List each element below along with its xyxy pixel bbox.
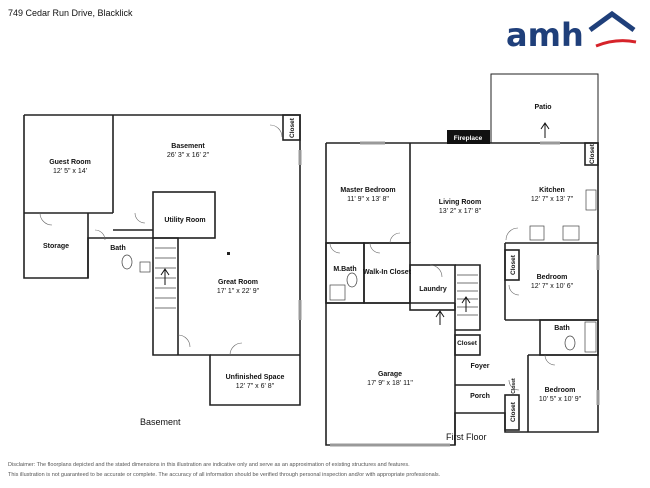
- room-label-utility-room: Utility Room: [164, 217, 205, 224]
- room-label-closet-foyer: Closet: [457, 340, 478, 347]
- disclaimer: Disclaimer: The floorplans depicted and …: [8, 460, 608, 480]
- stairs-basement: [155, 247, 176, 309]
- room-label-porch: Porch: [470, 393, 490, 400]
- door-arc: [429, 264, 443, 278]
- logo-text: amh: [506, 16, 584, 52]
- door-arc: [389, 232, 401, 244]
- room-dim-guest-room: 12' 5" x 14': [53, 168, 87, 175]
- room-label-mbath: M.Bath: [333, 266, 356, 273]
- room-label-garage: Garage: [378, 371, 402, 378]
- room-label-laundry: Laundry: [419, 286, 447, 293]
- door-arc: [505, 227, 519, 241]
- room-dim-bedroom-1: 12' 7" x 10' 6": [531, 283, 574, 290]
- floor-label-first: First Floor: [446, 432, 487, 442]
- room-label-bedroom-1: Bedroom: [537, 274, 568, 281]
- room-label-master-bedroom: Master Bedroom: [340, 187, 395, 194]
- room-dim-bedroom-2: 10' 5" x 10' 9": [539, 396, 582, 403]
- room-dim-kitchen: 12' 7" x 13' 7": [531, 196, 574, 203]
- kitchen-sink-icon: [529, 225, 545, 241]
- door-arc: [177, 334, 191, 348]
- stairs-first: [435, 122, 550, 325]
- room-label-closet-kitchen: Closet: [589, 143, 596, 164]
- room-label-bath-basement: Bath: [110, 245, 126, 252]
- room-label-unfinished-space: Unfinished Space: [226, 374, 285, 381]
- floor-marker: [227, 252, 230, 255]
- room-label-basement: Basement: [171, 143, 205, 150]
- wall-closet-bed2: [504, 394, 520, 431]
- room-label-guest-room: Guest Room: [49, 159, 91, 166]
- door-arc: [544, 354, 556, 366]
- room-label-bedroom-2: Bedroom: [545, 387, 576, 394]
- wall-stair-b: [153, 237, 179, 355]
- room-label-kitchen: Kitchen: [539, 187, 565, 194]
- address-title: 749 Cedar Run Drive, Blacklick: [8, 8, 133, 18]
- wall-closet-bed1: [504, 249, 520, 281]
- room-dim-unfinished-space: 12' 7" x 6' 8": [236, 383, 275, 390]
- wall-stair-1: [455, 264, 481, 331]
- room-label-living-room: Living Room: [439, 199, 481, 206]
- room-label-storage: Storage: [43, 243, 69, 250]
- wall-closet-b: [282, 114, 301, 141]
- fridge-icon: [585, 189, 597, 211]
- logo-house-icon: [588, 10, 636, 33]
- room-label-closet-bedroom-2: Closet: [510, 401, 517, 422]
- fireplace-label: Fireplace: [454, 135, 483, 142]
- amh-logo: amh: [506, 10, 637, 52]
- door-arc: [369, 242, 381, 254]
- stove-icon: [562, 225, 580, 241]
- fireplace-block: [447, 130, 490, 144]
- door-arc: [134, 212, 146, 224]
- room-dim-great-room: 17' 1" x 22' 9": [217, 288, 260, 295]
- wall-utility: [152, 191, 216, 239]
- door-arc: [508, 379, 520, 391]
- room-label-great-room: Great Room: [218, 279, 258, 286]
- room-label-foyer: Foyer: [470, 363, 489, 370]
- room-label-walk-in-closet: Walk-In Closet: [363, 269, 412, 276]
- door-arc: [329, 242, 341, 254]
- room-dim-garage: 17' 9" x 18' 11": [367, 380, 413, 387]
- disclaimer-line: Disclaimer: The floorplans depicted and …: [8, 462, 410, 468]
- toilet-icon: [121, 254, 133, 270]
- room-label-closet-basement: Closet: [289, 117, 296, 138]
- door-arc: [269, 124, 283, 138]
- disclaimer-line: This illustration is not guaranteed to b…: [8, 472, 441, 478]
- room-dim-living-room: 13' 2" x 17' 8": [439, 208, 482, 215]
- bathtub-icon: [584, 321, 597, 353]
- door-arc: [39, 212, 53, 226]
- room-label-patio: Patio: [534, 104, 551, 111]
- wall-closet-kitchen: [584, 142, 599, 166]
- door-arc: [508, 284, 520, 296]
- room-label-closet-small: Closet: [511, 378, 517, 394]
- sink-icon: [139, 261, 151, 273]
- floor-label-basement: Basement: [140, 417, 181, 427]
- room-label-closet-bedroom-1: Closet: [510, 254, 517, 275]
- logo-swoosh-icon: [595, 39, 637, 48]
- room-dim-basement: 26' 3" x 16' 2": [167, 152, 210, 159]
- wall-closet-1: [454, 334, 481, 356]
- door-arc: [229, 342, 243, 356]
- room-dim-master-bedroom: 11' 9" x 13' 8": [347, 196, 389, 203]
- toilet-icon: [346, 272, 358, 288]
- shower-icon: [329, 284, 346, 301]
- room-label-bath-first: Bath: [554, 325, 570, 332]
- door-arc: [94, 229, 106, 241]
- toilet-icon: [564, 335, 576, 351]
